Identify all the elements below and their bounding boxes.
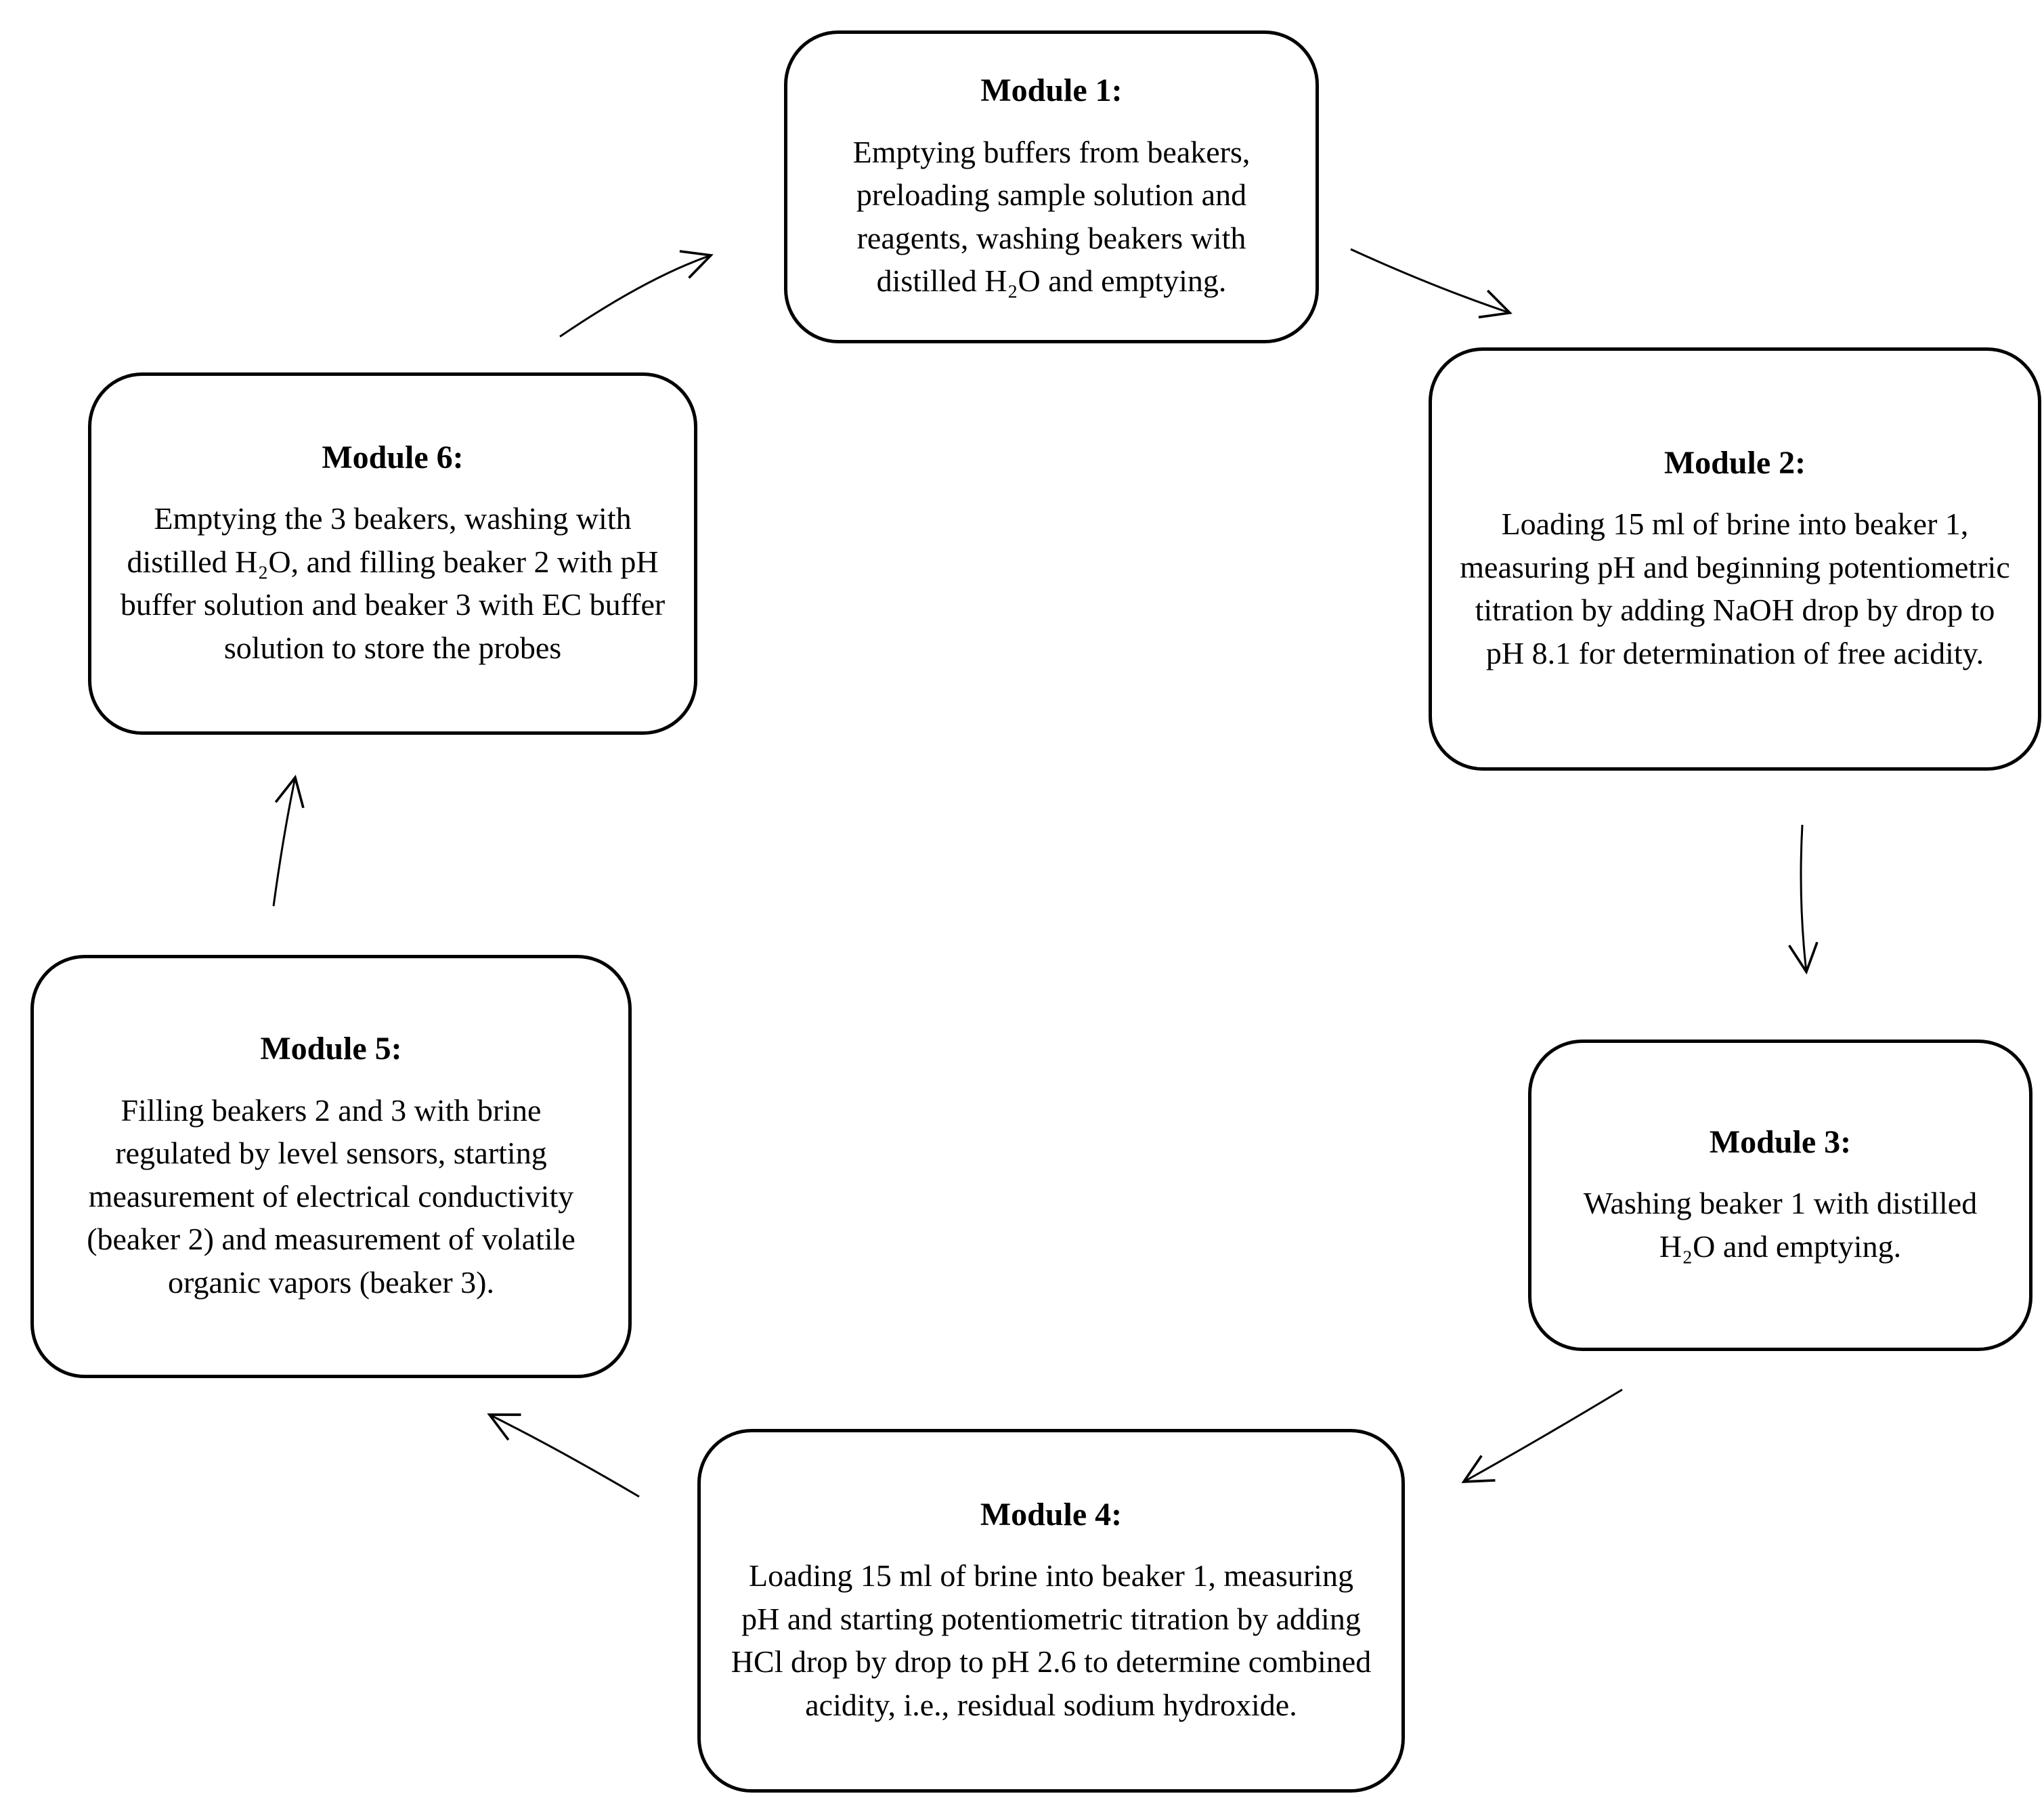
module-1-title: Module 1: <box>980 72 1123 109</box>
module-1-box: Module 1: Emptying buffers from beakers,… <box>784 30 1319 343</box>
module-3-title: Module 3: <box>1709 1123 1852 1160</box>
arrow-module4-to-module5 <box>487 1413 640 1498</box>
arrow-module5-to-module6 <box>272 775 305 907</box>
module-4-title: Module 4: <box>980 1496 1123 1533</box>
module-3-body: Washing beaker 1 with distilled H₂O and … <box>1583 1186 1978 1264</box>
module-2-body: Loading 15 ml of brine into beaker 1, me… <box>1460 507 2010 670</box>
module-2-box: Module 2: Loading 15 ml of brine into be… <box>1429 347 2041 771</box>
module-4-body: Loading 15 ml of brine into beaker 1, me… <box>731 1558 1372 1722</box>
module-6-box: Module 6: Emptying the 3 beakers, washin… <box>88 372 697 735</box>
module-5-box: Module 5: Filling beakers 2 and 3 with b… <box>30 955 632 1378</box>
module-5-body: Filling beakers 2 and 3 with brine regul… <box>87 1092 575 1300</box>
module-1-body: Emptying buffers from beakers, preloadin… <box>852 134 1251 299</box>
module-3-box: Module 3: Washing beaker 1 with distille… <box>1528 1040 2032 1351</box>
arrow-module6-to-module1 <box>559 250 714 338</box>
arrow-module3-to-module4 <box>1461 1388 1623 1483</box>
module-6-body: Emptying the 3 beakers, washing with dis… <box>120 501 666 665</box>
module-6-title: Module 6: <box>322 439 464 475</box>
module-2-title: Module 2: <box>1664 444 1806 481</box>
arrow-module1-to-module2 <box>1350 248 1513 319</box>
module-5-title: Module 5: <box>260 1031 402 1067</box>
arrow-module2-to-module3 <box>1788 824 1819 975</box>
module-4-box: Module 4: Loading 15 ml of brine into be… <box>697 1429 1405 1793</box>
